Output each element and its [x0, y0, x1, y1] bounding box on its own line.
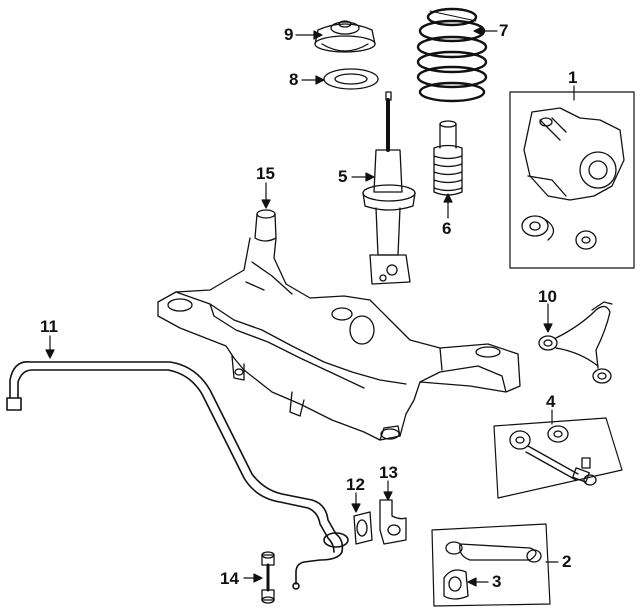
strut-mount — [314, 20, 376, 53]
callout-9: 9 — [284, 25, 294, 44]
callout-12: 12 — [346, 475, 365, 494]
callout-3: 3 — [492, 572, 502, 591]
callout-7: 7 — [499, 21, 509, 40]
upper-control-arm — [538, 301, 613, 384]
insulator-ring — [323, 68, 379, 90]
callout-13: 13 — [379, 463, 398, 482]
callout-5: 5 — [338, 167, 348, 186]
rear-crossmember — [157, 209, 521, 441]
callout-4: 4 — [546, 392, 556, 411]
knuckle-assembly — [509, 91, 635, 269]
stabilizer-bar — [6, 361, 349, 590]
stabilizer-bushing — [353, 511, 373, 545]
bump-stop-boot — [433, 120, 463, 196]
callout-10: 10 — [538, 287, 557, 306]
bushing-bracket — [379, 499, 407, 545]
shock-absorber — [362, 91, 416, 285]
coil-spring — [416, 7, 488, 103]
callout-11: 11 — [40, 317, 58, 336]
callout-8: 8 — [289, 70, 299, 89]
leader-lines — [45, 26, 575, 587]
callout-2: 2 — [562, 552, 572, 571]
trailing-link — [431, 523, 551, 607]
callout-1: 1 — [568, 68, 578, 87]
callout-6: 6 — [442, 219, 452, 238]
callout-15: 15 — [256, 164, 275, 183]
callout-14: 14 — [220, 569, 239, 588]
stabilizer-link — [261, 551, 275, 604]
lateral-link — [493, 417, 623, 499]
